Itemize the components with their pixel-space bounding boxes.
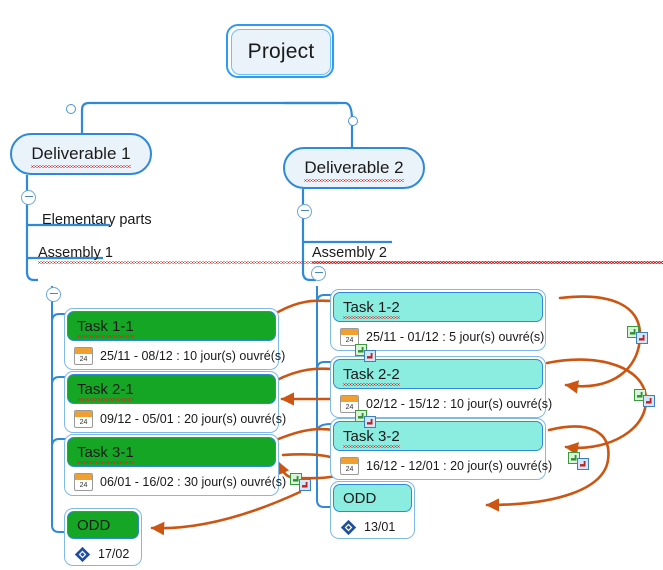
deliverable-1-label: Deliverable 1 xyxy=(31,143,131,168)
branch-elementary-parts-label: Elementary parts xyxy=(42,212,152,228)
tree-handle-stubs xyxy=(81,110,353,130)
task-card-2-1-meta: 09/12 - 05/01 : 20 jour(s) ouvré(s) xyxy=(100,412,287,426)
milestone-diamond-icon xyxy=(74,546,91,562)
calendar-icon: 24 xyxy=(74,473,93,491)
task-card-2-1[interactable]: Task 2-1 24 09/12 - 05/01 : 20 jour(s) o… xyxy=(64,371,286,433)
task-card-1-2-header[interactable]: Task 1-2 xyxy=(333,292,543,322)
task-card-3-1-body: 24 06/01 - 16/02 : 30 jour(s) ouvré(s) xyxy=(65,469,286,495)
task-card-2-1-title: Task 2-1 xyxy=(77,380,134,401)
task-card-2-2-body: 24 02/12 - 15/12 : 10 jour(s) ouvré(s) xyxy=(331,391,552,417)
link-marker-icon-task1-2-bottom[interactable] xyxy=(355,344,377,362)
task-card-1-1-header[interactable]: Task 1-1 xyxy=(67,311,276,341)
link-blue-icon xyxy=(364,350,376,362)
task-card-3-2-meta: 16/12 - 12/01 : 20 jour(s) ouvré(s) xyxy=(366,459,553,473)
collapse-handle-deliverable-1[interactable] xyxy=(21,190,36,205)
root-node[interactable]: Project xyxy=(226,24,334,78)
branch-elementary-parts[interactable]: Elementary parts xyxy=(42,212,152,228)
link-blue-icon xyxy=(636,332,648,344)
task-card-2-1-header[interactable]: Task 2-1 xyxy=(67,374,276,404)
branch-assembly-2[interactable]: Assembly 2 xyxy=(312,245,663,264)
deliverable-1-node[interactable]: Deliverable 1 xyxy=(10,133,152,175)
task-card-3-1-meta: 06/01 - 16/02 : 30 jour(s) ouvré(s) xyxy=(100,475,287,489)
calendar-icon: 24 xyxy=(340,328,359,346)
task-card-2-2[interactable]: Task 2-2 24 02/12 - 15/12 : 10 jour(s) o… xyxy=(330,356,552,418)
task-card-3-2-body: 24 16/12 - 12/01 : 20 jour(s) ouvré(s) xyxy=(331,453,552,479)
milestone-card-odd-left-meta: 17/02 xyxy=(98,547,130,561)
task-card-3-2[interactable]: Task 3-2 24 16/12 - 12/01 : 20 jour(s) o… xyxy=(330,418,552,480)
milestone-diamond-icon xyxy=(340,519,357,535)
task-card-1-1-title: Task 1-1 xyxy=(77,317,134,338)
calendar-icon: 24 xyxy=(74,347,93,365)
deliverable-2-label: Deliverable 2 xyxy=(304,157,404,182)
task-card-1-2-title: Task 1-2 xyxy=(343,298,400,319)
link-blue-icon xyxy=(643,395,655,407)
milestone-card-odd-left-title: ODD xyxy=(77,516,111,534)
task-card-1-1-meta: 25/11 - 08/12 : 10 jour(s) ouvré(s) xyxy=(100,349,286,363)
root-node-inner: Project xyxy=(231,29,331,75)
milestone-card-odd-right-title: ODD xyxy=(343,489,377,507)
calendar-icon: 24 xyxy=(74,410,93,428)
milestone-card-odd-right-meta: 13/01 xyxy=(364,520,396,534)
branch-assembly-2-label: Assembly 2 xyxy=(312,245,387,261)
task-card-3-1-header[interactable]: Task 3-1 xyxy=(67,437,276,467)
milestone-card-odd-right[interactable]: ODD 13/01 xyxy=(330,481,415,539)
task-card-3-2-title: Task 3-2 xyxy=(343,427,400,448)
task-card-2-2-title: Task 2-2 xyxy=(343,365,400,386)
root-label: Project xyxy=(247,40,315,63)
task-card-2-2-header[interactable]: Task 2-2 xyxy=(333,359,543,389)
calendar-icon: 24 xyxy=(340,395,359,413)
task-card-1-2-meta: 25/11 - 01/12 : 5 jour(s) ouvré(s) xyxy=(366,330,545,344)
link-blue-icon xyxy=(577,458,589,470)
link-marker-icon-task3-2-right[interactable] xyxy=(568,452,590,470)
milestone-card-odd-right-body: 13/01 xyxy=(331,514,414,540)
task-card-2-1-body: 24 09/12 - 05/01 : 20 jour(s) ouvré(s) xyxy=(65,406,286,432)
link-marker-icon-far-right-1[interactable] xyxy=(627,326,649,344)
link-marker-icon-far-right-2[interactable] xyxy=(634,389,656,407)
link-blue-icon xyxy=(364,416,376,428)
task-card-1-2-body: 24 25/11 - 01/12 : 5 jour(s) ouvré(s) xyxy=(331,324,545,350)
task-card-3-1-title: Task 3-1 xyxy=(77,443,134,464)
task-card-1-2[interactable]: Task 1-2 24 25/11 - 01/12 : 5 jour(s) ou… xyxy=(330,289,546,351)
collapse-handle-deliverable-2[interactable] xyxy=(297,204,312,219)
deliverable-2-node[interactable]: Deliverable 2 xyxy=(283,147,425,189)
collapse-handle-assembly-1[interactable] xyxy=(46,287,61,302)
task-card-3-1[interactable]: Task 3-1 24 06/01 - 16/02 : 30 jour(s) o… xyxy=(64,434,286,496)
calendar-icon: 24 xyxy=(340,457,359,475)
link-marker-icon-task2-2-bottom[interactable] xyxy=(355,410,377,428)
task-card-1-1[interactable]: Task 1-1 24 25/11 - 08/12 : 10 jour(s) o… xyxy=(64,308,285,370)
collapse-handle-assembly-2[interactable] xyxy=(311,266,326,281)
link-marker-icon-task3-1-right[interactable] xyxy=(290,473,312,491)
milestone-card-odd-left-header[interactable]: ODD xyxy=(67,511,139,539)
milestone-card-odd-right-header[interactable]: ODD xyxy=(333,484,412,512)
branch-handle-left[interactable] xyxy=(66,104,76,114)
link-blue-icon xyxy=(299,479,311,491)
branch-assembly-1-label: Assembly 1 xyxy=(38,245,113,261)
milestone-card-odd-left[interactable]: ODD 17/02 xyxy=(64,508,142,566)
task-card-2-2-meta: 02/12 - 15/12 : 10 jour(s) ouvré(s) xyxy=(366,397,553,411)
branch-handle-right[interactable] xyxy=(348,116,358,126)
milestone-card-odd-left-body: 17/02 xyxy=(65,541,141,567)
task-card-1-1-body: 24 25/11 - 08/12 : 10 jour(s) ouvré(s) xyxy=(65,343,285,369)
